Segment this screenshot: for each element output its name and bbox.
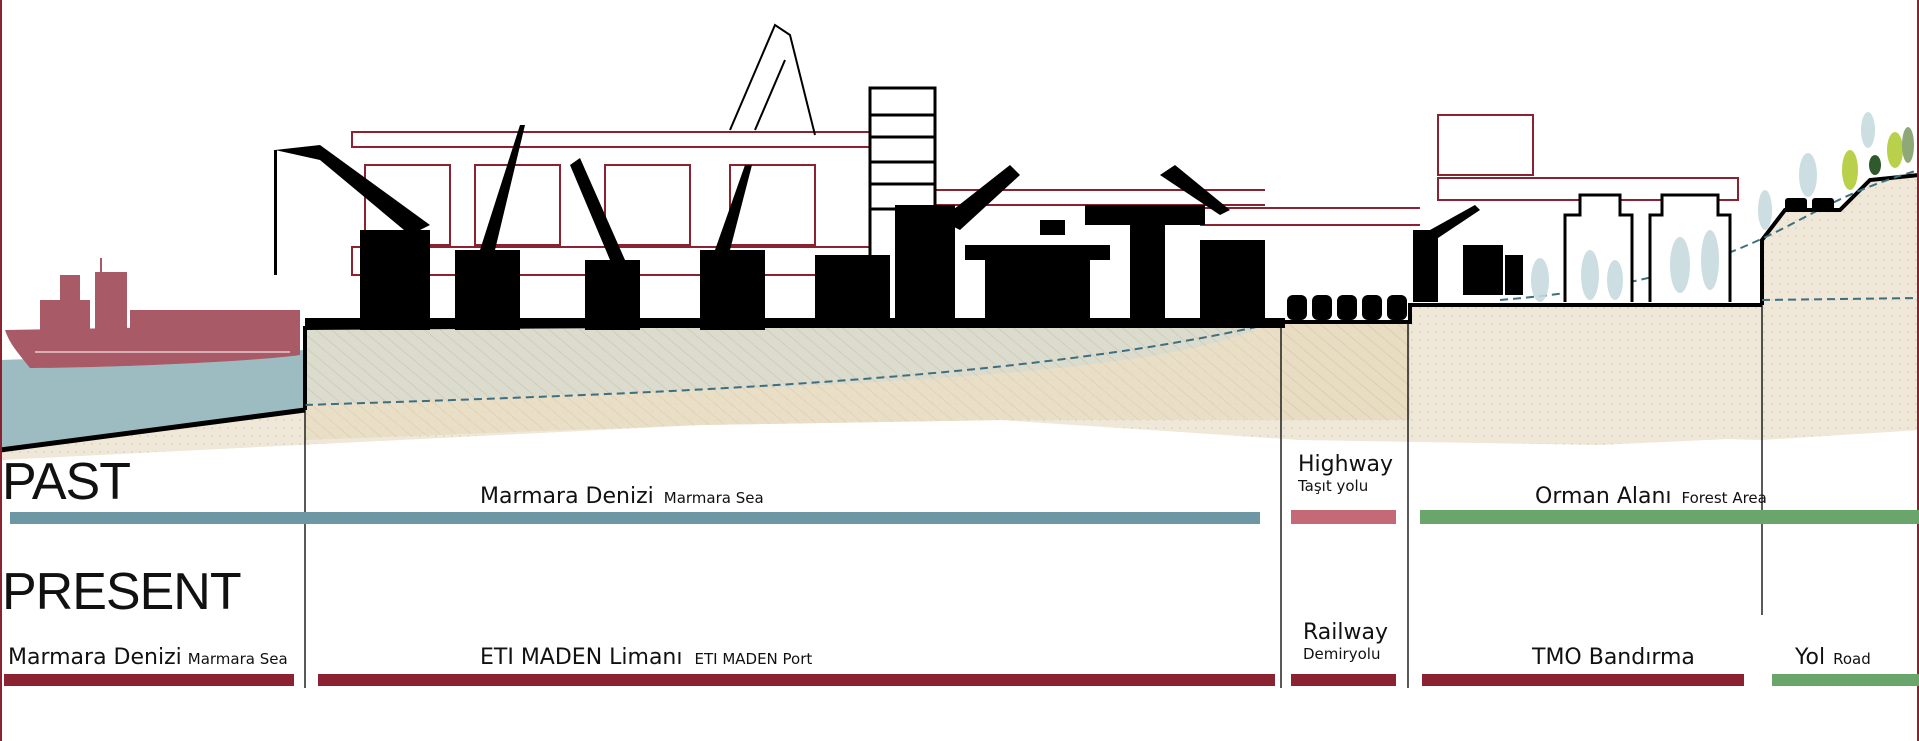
segment-sub-label: Marmara Sea (187, 650, 288, 668)
present-segment-road-label: Yol Road (1795, 645, 1871, 670)
segment-main-label: Orman Alanı (1535, 484, 1672, 509)
tmo-ground (1410, 305, 1762, 440)
past-shoreline (304, 324, 1266, 406)
present-segment-sea-label: Marmara Denizi Marmara Sea (8, 645, 288, 670)
present-segment-railway-label: Railway Demiryolu (1303, 620, 1388, 663)
segment-main-label: Highway (1298, 452, 1394, 477)
crane-icon (1413, 205, 1523, 302)
past-segment-highway-label: Highway Taşıt yolu (1298, 452, 1393, 495)
reclaimed-land-lower (305, 322, 1285, 440)
car-icon (1785, 198, 1834, 212)
past-bar-forest (1420, 510, 1919, 524)
frame-border-right (1917, 0, 1919, 741)
segment-main-label: ETI MADEN Limanı (480, 645, 683, 670)
port-deck (305, 318, 1285, 328)
segment-main-label: TMO Bandırma (1532, 645, 1695, 670)
segment-main-label: Railway (1303, 620, 1389, 645)
present-bar-port (318, 674, 1275, 686)
segment-sub-label: Road (1833, 650, 1871, 668)
present-bar-sea (4, 674, 294, 686)
segment-sub-label: Taşıt yolu (1298, 477, 1369, 495)
frame-border-left (0, 0, 2, 741)
past-bar-sea (10, 512, 1260, 524)
present-heading: PRESENT (2, 563, 242, 621)
past-heading: PAST (2, 453, 131, 511)
crane-icon (274, 145, 430, 330)
past-segment-forest-label: Orman Alanı Forest Area (1535, 484, 1767, 509)
past-hill-level (1761, 297, 1919, 301)
rail-platform (1285, 303, 1762, 324)
hill-ground (1762, 175, 1919, 440)
segment-sub-label: Forest Area (1681, 489, 1767, 507)
divider-lines (304, 305, 1763, 688)
seabed-line (0, 407, 306, 453)
past-bar-highway (1291, 510, 1396, 524)
port-machinery (815, 165, 1265, 325)
present-segment-tmo-label: TMO Bandırma (1532, 645, 1695, 670)
segment-main-label: Marmara Denizi (480, 484, 654, 509)
tree-icon (1842, 127, 1914, 190)
train-wagon-icon (1287, 295, 1407, 320)
sea-water (0, 350, 305, 450)
segment-main-label: Marmara Denizi (8, 645, 182, 670)
crane-outline-icon (729, 23, 816, 136)
present-bar-railway (1291, 674, 1396, 686)
tree-icon (1531, 112, 1875, 302)
crane-icon (700, 165, 765, 330)
present-bar-road (1772, 674, 1919, 686)
segment-sub-label: Marmara Sea (663, 489, 764, 507)
past-segment-sea-label: Marmara Denizi Marmara Sea (480, 484, 764, 509)
segment-main-label: Yol (1795, 645, 1826, 670)
railway-embankment (1285, 322, 1410, 420)
present-bar-tmo (1422, 674, 1744, 686)
segment-sub-label: Demiryolu (1303, 645, 1381, 663)
present-segment-port-label: ETI MADEN Limanı ETI MADEN Port (480, 645, 812, 670)
ship-icon (5, 258, 300, 368)
reclaimed-land (305, 325, 1265, 405)
segment-sub-label: ETI MADEN Port (694, 650, 813, 668)
crane-icon (455, 125, 525, 330)
